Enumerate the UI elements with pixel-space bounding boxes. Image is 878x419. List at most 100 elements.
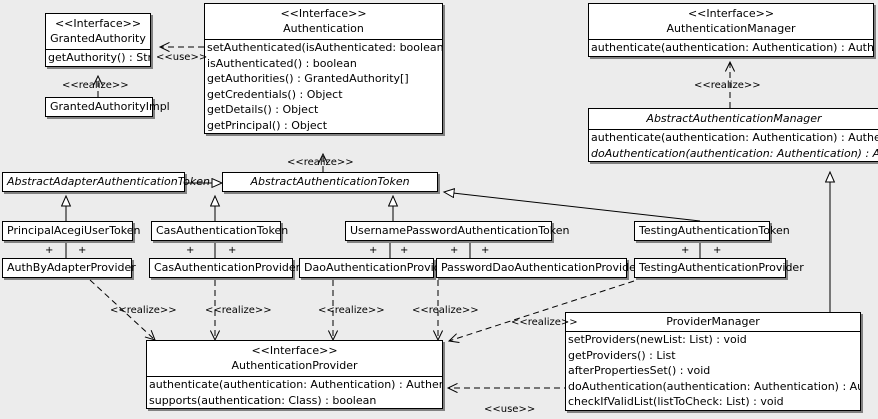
edge-label-realize-dao: <<realize>> (318, 305, 385, 316)
class-box-authentication-provider[interactable]: <<Interface>> AuthenticationProvider aut… (146, 340, 443, 409)
member-row: getDetails() : Object (207, 103, 319, 116)
edge-generalization-testingauthenticationtoken (444, 192, 701, 222)
cas-authentication-token-header: CasAuthenticationToken (152, 222, 289, 240)
class-box-cas-authentication-token[interactable]: CasAuthenticationToken (151, 221, 289, 241)
testing-authentication-provider-header: TestingAuthenticationProvider (635, 259, 804, 277)
multiplicity-label: + (713, 245, 722, 256)
class-box-authentication[interactable]: <<Interface>> Authentication setAuthenti… (204, 3, 443, 134)
member-row: authenticate(authentication: Authenticat… (591, 131, 878, 144)
abstract-authentication-token-header: AbstractAuthenticationToken (223, 173, 437, 191)
class-name-label: UsernamePasswordAuthenticationToken (350, 224, 570, 237)
class-name-label: AuthByAdapterProvider (7, 261, 136, 274)
class-box-password-dao-authentication-provider[interactable]: PasswordDaoAuthenticationProvider (436, 258, 641, 278)
edge-label-realize-testing: <<realize>> (511, 317, 578, 328)
authentication-members: setAuthenticated(isAuthenticated: boolea… (205, 39, 442, 133)
class-box-abstract-adapter-authentication-token[interactable]: AbstractAdapterAuthenticationToken (2, 172, 210, 192)
class-name-label: PrincipalAcegiUserToken (7, 224, 141, 237)
class-box-abstract-authentication-manager[interactable]: AbstractAuthenticationManager authentica… (588, 108, 878, 162)
authentication-provider-header: <<Interface>> AuthenticationProvider (147, 341, 442, 376)
member-row: isAuthenticated() : boolean (207, 56, 357, 70)
member-row: doAuthentication(authentication: Authent… (591, 146, 878, 160)
password-dao-authentication-provider-header: PasswordDaoAuthenticationProvider (437, 259, 641, 277)
class-box-principal-acegi-user-token[interactable]: PrincipalAcegiUserToken (2, 221, 141, 241)
edge-label-realize-authbyadapter: <<realize>> (110, 305, 177, 316)
abstract-adapter-authentication-token-header: AbstractAdapterAuthenticationToken (3, 173, 210, 191)
edge-label-realize-abstractauthmanager: <<realize>> (694, 80, 761, 91)
provider-manager-members: setProviders(newList: List) : void getPr… (566, 331, 860, 410)
edge-label-realize-passworddao: <<realize>> (412, 305, 479, 316)
member-row: afterPropertiesSet() : void (568, 364, 711, 377)
class-name-label: GrantedAuthority (50, 32, 146, 45)
authentication-header: <<Interface>> Authentication (205, 4, 442, 39)
class-name-label: AbstractAuthenticationManager (646, 112, 822, 125)
class-name-label: GrantedAuthorityImpl (50, 100, 170, 113)
stereotype-label: <<Interface>> (687, 7, 775, 20)
class-name-label: ProviderManager (666, 315, 760, 328)
cas-authentication-provider-header: CasAuthenticationProvider (150, 259, 301, 277)
edge-label-use-authentication-grantedauthority: <<use>> (156, 52, 208, 63)
username-password-authentication-token-header: UsernamePasswordAuthenticationToken (346, 222, 570, 240)
class-name-label: TestingAuthenticationProvider (639, 261, 804, 274)
edge-label-realize-grantedauthorityimpl: <<realize>> (62, 80, 129, 91)
principal-acegi-user-token-header: PrincipalAcegiUserToken (3, 222, 141, 240)
edge-label-realize-cas: <<realize>> (205, 305, 272, 316)
authentication-provider-members: authenticate(authentication: Authenticat… (147, 376, 442, 408)
class-name-label: DaoAuthenticationProvider (304, 261, 452, 274)
abstract-authentication-manager-members: authenticate(authentication: Authenticat… (589, 129, 878, 161)
member-row: authenticate(authentication: Authenticat… (149, 378, 442, 391)
class-box-granted-authority-impl[interactable]: GrantedAuthorityImpl (45, 97, 170, 117)
multiplicity-label: + (369, 245, 378, 256)
class-box-cas-authentication-provider[interactable]: CasAuthenticationProvider (149, 258, 301, 278)
multiplicity-label: + (228, 245, 237, 256)
class-box-provider-manager[interactable]: ProviderManager setProviders(newList: Li… (565, 312, 861, 411)
auth-by-adapter-provider-header: AuthByAdapterProvider (3, 259, 136, 277)
class-box-granted-authority[interactable]: <<Interface>> GrantedAuthority getAuthor… (45, 13, 151, 67)
multiplicity-label: + (78, 245, 87, 256)
multiplicity-label: + (681, 245, 690, 256)
member-row: getAuthority() : String (48, 51, 150, 64)
member-row: getPrincipal() : Object (207, 118, 328, 132)
class-box-abstract-authentication-token[interactable]: AbstractAuthenticationToken (222, 172, 438, 192)
class-box-testing-authentication-token[interactable]: TestingAuthenticationToken (634, 221, 790, 241)
provider-manager-header: ProviderManager (566, 313, 860, 331)
stereotype-label: <<Interface>> (280, 7, 367, 20)
class-box-dao-authentication-provider[interactable]: DaoAuthenticationProvider (299, 258, 452, 278)
member-row: setProviders(newList: List) : void (568, 333, 747, 346)
multiplicity-label: + (450, 245, 459, 256)
multiplicity-label: + (481, 245, 490, 256)
class-name-label: Authentication (283, 22, 364, 35)
member-row: authenticate(authentication: Authenticat… (591, 41, 873, 54)
class-box-username-password-authentication-token[interactable]: UsernamePasswordAuthenticationToken (345, 221, 570, 241)
edge-label-use-providermanager: <<use>> (484, 404, 536, 415)
class-name-label: AbstractAuthenticationToken (250, 175, 410, 188)
stereotype-label: <<Interface>> (251, 344, 338, 357)
testing-authentication-token-header: TestingAuthenticationToken (635, 222, 790, 240)
granted-authority-members: getAuthority() : String (46, 49, 150, 66)
class-name-label: PasswordDaoAuthenticationProvider (441, 261, 641, 274)
stereotype-label: <<Interface>> (54, 17, 142, 30)
granted-authority-header: <<Interface>> GrantedAuthority (46, 14, 150, 49)
member-row: getCredentials() : Object (207, 87, 343, 101)
class-name-label: AbstractAdapterAuthenticationToken (7, 175, 210, 188)
multiplicity-label: + (400, 245, 409, 256)
member-row: setAuthenticated(isAuthenticated: boolea… (207, 41, 442, 54)
multiplicity-label: + (45, 245, 54, 256)
member-row: doAuthentication(authentication: Authent… (568, 379, 860, 393)
member-row: getProviders() : List (568, 348, 676, 362)
dao-authentication-provider-header: DaoAuthenticationProvider (300, 259, 452, 277)
multiplicity-label: + (186, 245, 195, 256)
class-name-label: CasAuthenticationToken (156, 224, 289, 237)
member-row: checkIfValidList(listToCheck: List) : vo… (568, 395, 784, 408)
member-row: getAuthorities() : GrantedAuthority[] (207, 72, 409, 85)
authentication-manager-header: <<Interface>> AuthenticationManager (589, 4, 873, 39)
class-name-label: AuthenticationProvider (231, 359, 358, 372)
member-row: supports(authentication: Class) : boolea… (149, 393, 377, 407)
class-name-label: CasAuthenticationProvider (154, 261, 301, 274)
authentication-manager-members: authenticate(authentication: Authenticat… (589, 39, 873, 56)
class-box-authentication-manager[interactable]: <<Interface>> AuthenticationManager auth… (588, 3, 874, 57)
abstract-authentication-manager-header: AbstractAuthenticationManager (589, 109, 878, 129)
class-box-testing-authentication-provider[interactable]: TestingAuthenticationProvider (634, 258, 804, 278)
granted-authority-impl-header: GrantedAuthorityImpl (46, 98, 170, 116)
class-box-auth-by-adapter-provider[interactable]: AuthByAdapterProvider (2, 258, 136, 278)
